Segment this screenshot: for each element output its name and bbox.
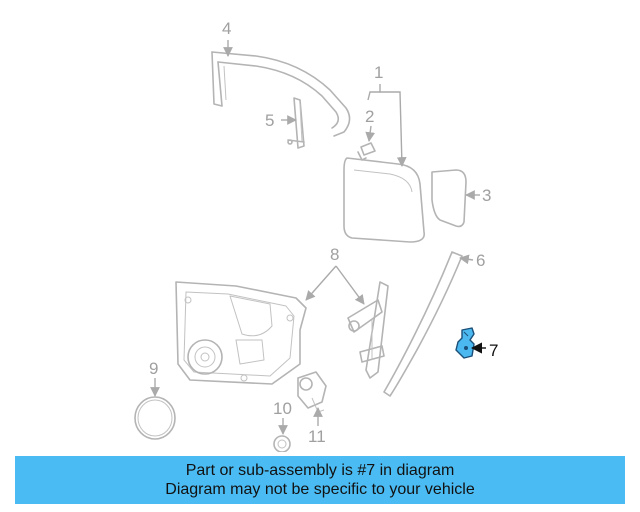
- callout-2: 2: [365, 107, 374, 126]
- part-8-door-module: [175, 281, 307, 385]
- parts-diagram: 4 1 2 5 3 8 6 7 9 10 11: [134, 19, 498, 452]
- part-9-seal-ring: [134, 396, 176, 440]
- callout-8: 8: [330, 245, 339, 264]
- part-7-bracket-highlighted: [455, 327, 475, 359]
- callout-4: 4: [222, 19, 231, 38]
- part-8-window-regulator: [347, 281, 389, 379]
- part-10-grommet: [273, 435, 291, 452]
- part-3-quarter-glass: [431, 169, 467, 228]
- banner-line-2: Diagram may not be specific to your vehi…: [165, 481, 475, 498]
- part-5-rear-channel: [287, 97, 305, 149]
- part-11-motor: [297, 371, 327, 413]
- part-6-run-strip: [383, 251, 463, 397]
- callout-7: 7: [489, 341, 498, 360]
- part-4-window-frame: [211, 51, 351, 137]
- part-2-clip: [357, 142, 376, 161]
- part-1-door-glass: [343, 157, 426, 243]
- callout-11: 11: [308, 427, 326, 446]
- callout-6: 6: [476, 251, 485, 270]
- info-banner: Part or sub-assembly is #7 in diagram Di…: [15, 456, 625, 504]
- callout-9: 9: [149, 359, 158, 378]
- callout-5: 5: [265, 111, 274, 130]
- callout-labels: 4 1 2 5 3 8 6 7 9 10 11: [149, 19, 498, 446]
- callout-3: 3: [482, 186, 491, 205]
- banner-line-1: Part or sub-assembly is #7 in diagram: [185, 462, 455, 479]
- callout-10: 10: [273, 399, 292, 418]
- leader-lines: [150, 40, 486, 435]
- callout-1: 1: [374, 63, 383, 82]
